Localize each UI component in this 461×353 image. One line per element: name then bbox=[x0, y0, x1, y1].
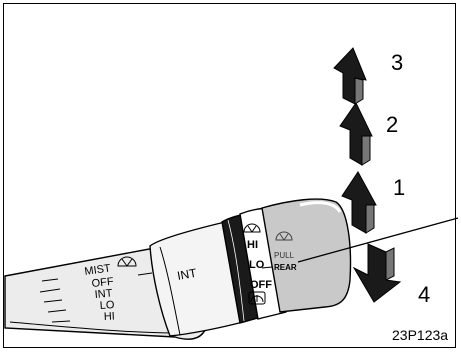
cap-pull-label: PULL bbox=[274, 251, 295, 260]
cap-rear-label: REAR bbox=[274, 263, 297, 272]
step-label-1: 1 bbox=[393, 175, 405, 201]
arrow-4 bbox=[354, 244, 400, 302]
step-label-2: 2 bbox=[386, 112, 398, 138]
arrow-3 bbox=[334, 48, 366, 104]
knob-mode-label: OFF bbox=[250, 279, 272, 291]
step-label-4: 4 bbox=[418, 282, 430, 308]
step-label-3: 3 bbox=[391, 50, 403, 76]
knob-mode-label: HI bbox=[247, 239, 258, 251]
mode-label: HI bbox=[104, 310, 116, 323]
arrow-2 bbox=[340, 103, 372, 165]
figure-code: 23P123a bbox=[392, 327, 448, 343]
knob-mode-label: LO bbox=[249, 259, 265, 271]
